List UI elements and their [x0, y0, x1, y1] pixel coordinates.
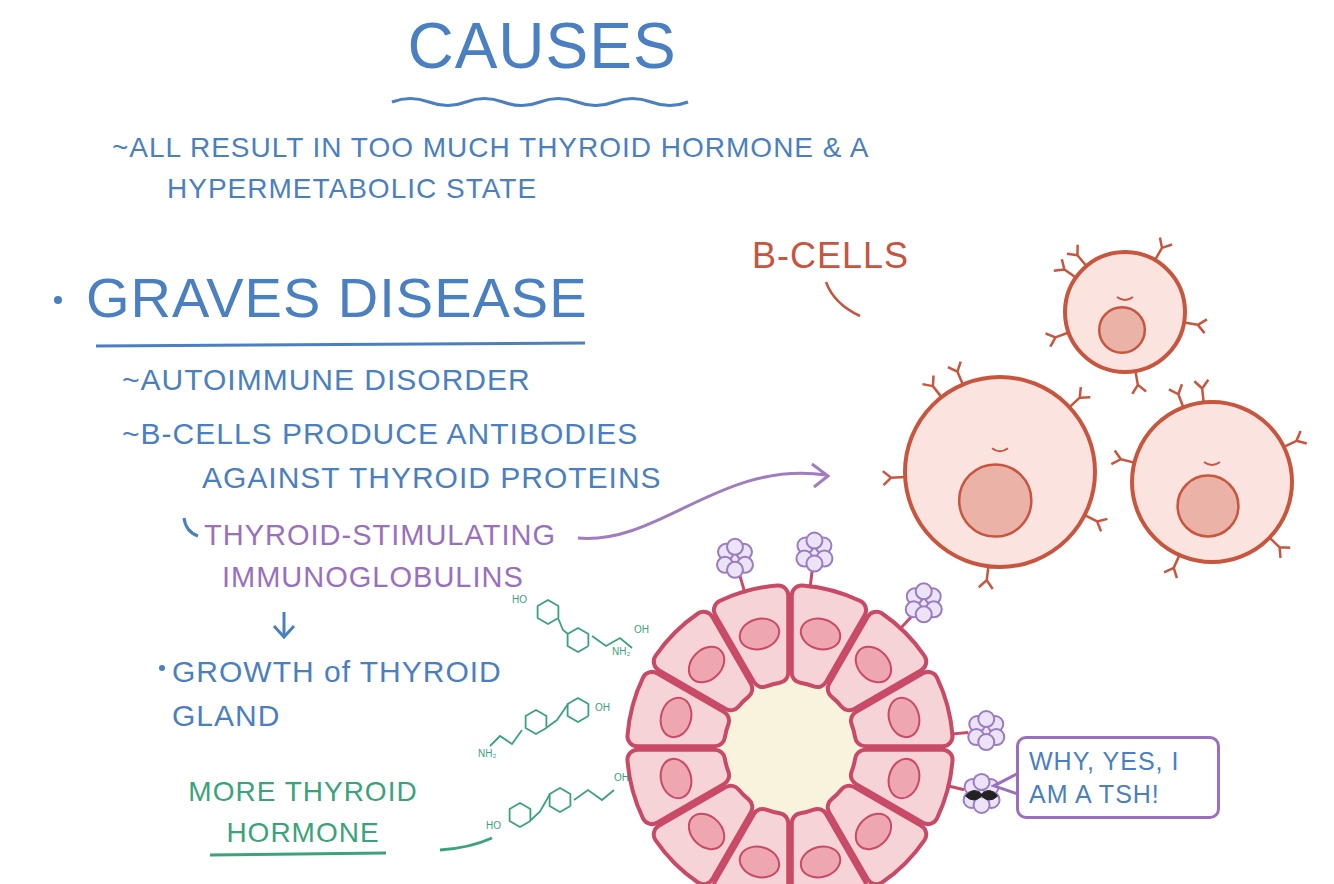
- receptor: [947, 786, 965, 790]
- bullet: [54, 296, 62, 304]
- nucleus: [682, 640, 731, 689]
- receptor: [1085, 515, 1108, 531]
- note: ~ALL RESULT IN TOO MUCH THYROID HORMONE …: [112, 128, 957, 209]
- nucleus: [797, 842, 843, 881]
- face: [992, 448, 1008, 451]
- result-label: MORE THYROID HORMONE: [178, 772, 428, 853]
- nucleus: [959, 464, 1031, 536]
- receptor: [1046, 333, 1069, 347]
- follicular-cell: [792, 809, 866, 884]
- atom-label: OH: [634, 624, 649, 635]
- face: [1117, 297, 1133, 300]
- antibody-blob: [906, 583, 942, 622]
- nucleus: [849, 640, 898, 689]
- b-cell: [905, 377, 1095, 567]
- receptor: [1132, 371, 1146, 394]
- speech-bubble: WHY, YES, I AM A TSH!: [1016, 736, 1220, 819]
- receptor: [1194, 380, 1208, 403]
- nucleus: [736, 842, 782, 881]
- nucleus: [736, 614, 782, 653]
- receptor: [979, 566, 993, 589]
- nucleus: [1099, 307, 1145, 353]
- receptor: [922, 375, 941, 397]
- nucleus: [656, 755, 695, 801]
- receptor: [1067, 245, 1087, 266]
- follicular-cell: [851, 672, 953, 746]
- atom-label: OH: [614, 772, 629, 783]
- receptor: [899, 617, 911, 630]
- speech-text: WHY, YES, I AM A TSH!: [1029, 745, 1207, 810]
- nucleus: [797, 614, 843, 653]
- heading: GRAVES DISEASE: [86, 262, 646, 335]
- nucleus: [849, 807, 898, 856]
- label-underline: [210, 853, 386, 855]
- receptor: [1155, 237, 1172, 260]
- receptor: [1054, 259, 1076, 277]
- receptor: [1184, 319, 1207, 333]
- note: GROWTH of THYROID GLAND: [172, 650, 522, 737]
- leader-line: [826, 282, 860, 316]
- bubble-tail: [994, 773, 1018, 794]
- receptor: [1069, 387, 1090, 407]
- note: ~B-CELLS PRODUCE ANTIBODIES AGAINST THYR…: [122, 412, 762, 499]
- nucleus: [884, 755, 923, 801]
- title: CAUSES: [392, 8, 692, 85]
- nucleus: [656, 694, 695, 740]
- receptor: [1270, 538, 1291, 558]
- leader-line: [440, 838, 492, 850]
- heading-underline: [96, 343, 585, 346]
- receptor: [1284, 431, 1307, 447]
- down-arrow: [274, 612, 294, 637]
- receptor: [1111, 451, 1134, 465]
- receptor: [950, 733, 968, 735]
- b-cells: [883, 237, 1307, 588]
- bracket: [184, 518, 198, 536]
- follicular-cell: [714, 585, 788, 687]
- note: ~AUTOIMMUNE DISORDER: [122, 358, 642, 402]
- receptor: [883, 471, 905, 485]
- thyroid-hormone-molecules: [490, 600, 632, 827]
- atom-label: HO: [512, 594, 527, 605]
- receptor: [948, 362, 963, 385]
- b-cell: [1065, 252, 1185, 372]
- receptor: [810, 570, 812, 588]
- atom-label: OH: [595, 702, 610, 713]
- follicular-cell: [627, 750, 729, 824]
- antibody-blob: [796, 533, 832, 572]
- antibody-blob: [717, 539, 753, 578]
- nucleus: [884, 694, 923, 740]
- atom-label: HO: [486, 820, 501, 831]
- title-underline: [392, 99, 688, 106]
- receptor: [740, 576, 745, 593]
- tsh-molecule: [964, 774, 1000, 813]
- nucleus: [682, 807, 731, 856]
- b-cell: [1132, 402, 1292, 562]
- bullet: [159, 665, 165, 671]
- part-label: B-CELLS: [752, 230, 922, 282]
- thyroid-follicle: [627, 533, 1004, 884]
- atom-label: NH₂: [612, 646, 630, 657]
- nucleus: [1178, 476, 1239, 537]
- receptor: [1164, 555, 1179, 578]
- antibody-blob: [968, 711, 1004, 750]
- receptor: [1169, 384, 1183, 407]
- face: [1204, 462, 1220, 465]
- term: THYROID-STIMULATING IMMUNOGLOBULINS: [204, 514, 622, 598]
- atom-label: NH₂: [478, 748, 496, 759]
